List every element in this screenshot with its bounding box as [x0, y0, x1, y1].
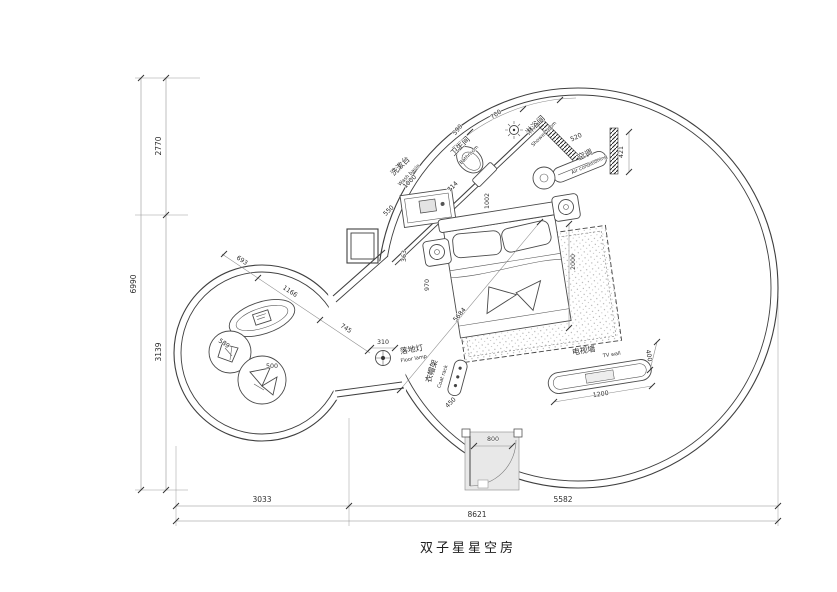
dim-800: 800 — [487, 436, 499, 443]
dim-520: 520 — [569, 132, 583, 143]
bed — [437, 201, 572, 339]
wall-niche — [346, 228, 379, 264]
bathroom-partition-wall — [391, 121, 541, 263]
ac-side-wall — [609, 127, 619, 175]
dim-500: 500 — [266, 363, 278, 370]
dim-2000: 2000 — [570, 254, 577, 270]
coat-rack — [447, 359, 468, 397]
dim-714: 714 — [446, 180, 459, 193]
label-tvwall-en: TV wall — [601, 351, 621, 360]
label-tvwall-cn: 电视墙 — [571, 343, 596, 357]
dim-overall-width: 8621 — [467, 510, 486, 519]
toilet — [456, 146, 497, 187]
dim-bottom-left: 3033 — [252, 495, 271, 504]
shower-head-icon — [505, 121, 523, 139]
dim-400: 400 — [644, 349, 653, 362]
dim-left-lower: 3139 — [154, 342, 163, 361]
bean-bag-1 — [208, 330, 252, 374]
bean-bag-2 — [237, 355, 287, 405]
washbasin — [399, 188, 457, 228]
label-coatrack-en: Coat rack — [436, 364, 449, 389]
dim-421: 421 — [618, 146, 625, 158]
entrance-door: 800 — [461, 428, 523, 491]
dim-1002: 1002 — [484, 193, 491, 209]
nightstand-left — [422, 238, 452, 267]
bedroom-zone: 363 970 2000 5684 — [396, 193, 623, 394]
drawing-title: 双子星星空房 — [420, 540, 516, 556]
tv-wall — [547, 359, 652, 394]
dim-693: 693 — [235, 255, 249, 267]
dim-overall-height: 6990 — [129, 274, 138, 293]
dim-700: 700 — [489, 108, 503, 121]
south-furniture: 310 落地灯 Floor lamp 衣帽架 Coat rack 450 电视墙… — [367, 338, 661, 410]
dim-bottom-right: 5582 — [553, 495, 572, 504]
dim-450: 450 — [444, 396, 457, 409]
dim-left-upper: 2770 — [154, 136, 163, 155]
label-floorlamp-cn: 落地灯 — [399, 342, 424, 356]
dimension-bottom: 3033 5582 8621 — [172, 296, 782, 526]
floor-lamp — [375, 350, 391, 366]
small-room-wall — [173, 264, 351, 442]
coffee-table — [228, 299, 296, 337]
label-floorlamp-en: Floor lamp — [400, 354, 427, 365]
nightstand-right — [551, 193, 581, 222]
door-jamb-left — [461, 428, 471, 438]
dim-970: 970 — [424, 279, 431, 291]
dim-310: 310 — [377, 339, 389, 346]
air-conditioner — [532, 151, 607, 190]
corridor — [328, 228, 406, 400]
dim-550: 550 — [382, 204, 395, 217]
label-coatrack-cn: 衣帽架 — [423, 358, 440, 384]
dim-363: 363 — [401, 250, 408, 262]
dim-1200: 1200 — [592, 390, 609, 399]
door-jamb-right — [513, 428, 523, 438]
dim-1166: 1166 — [281, 284, 298, 299]
dimension-left: 6990 2770 3139 — [129, 74, 200, 494]
